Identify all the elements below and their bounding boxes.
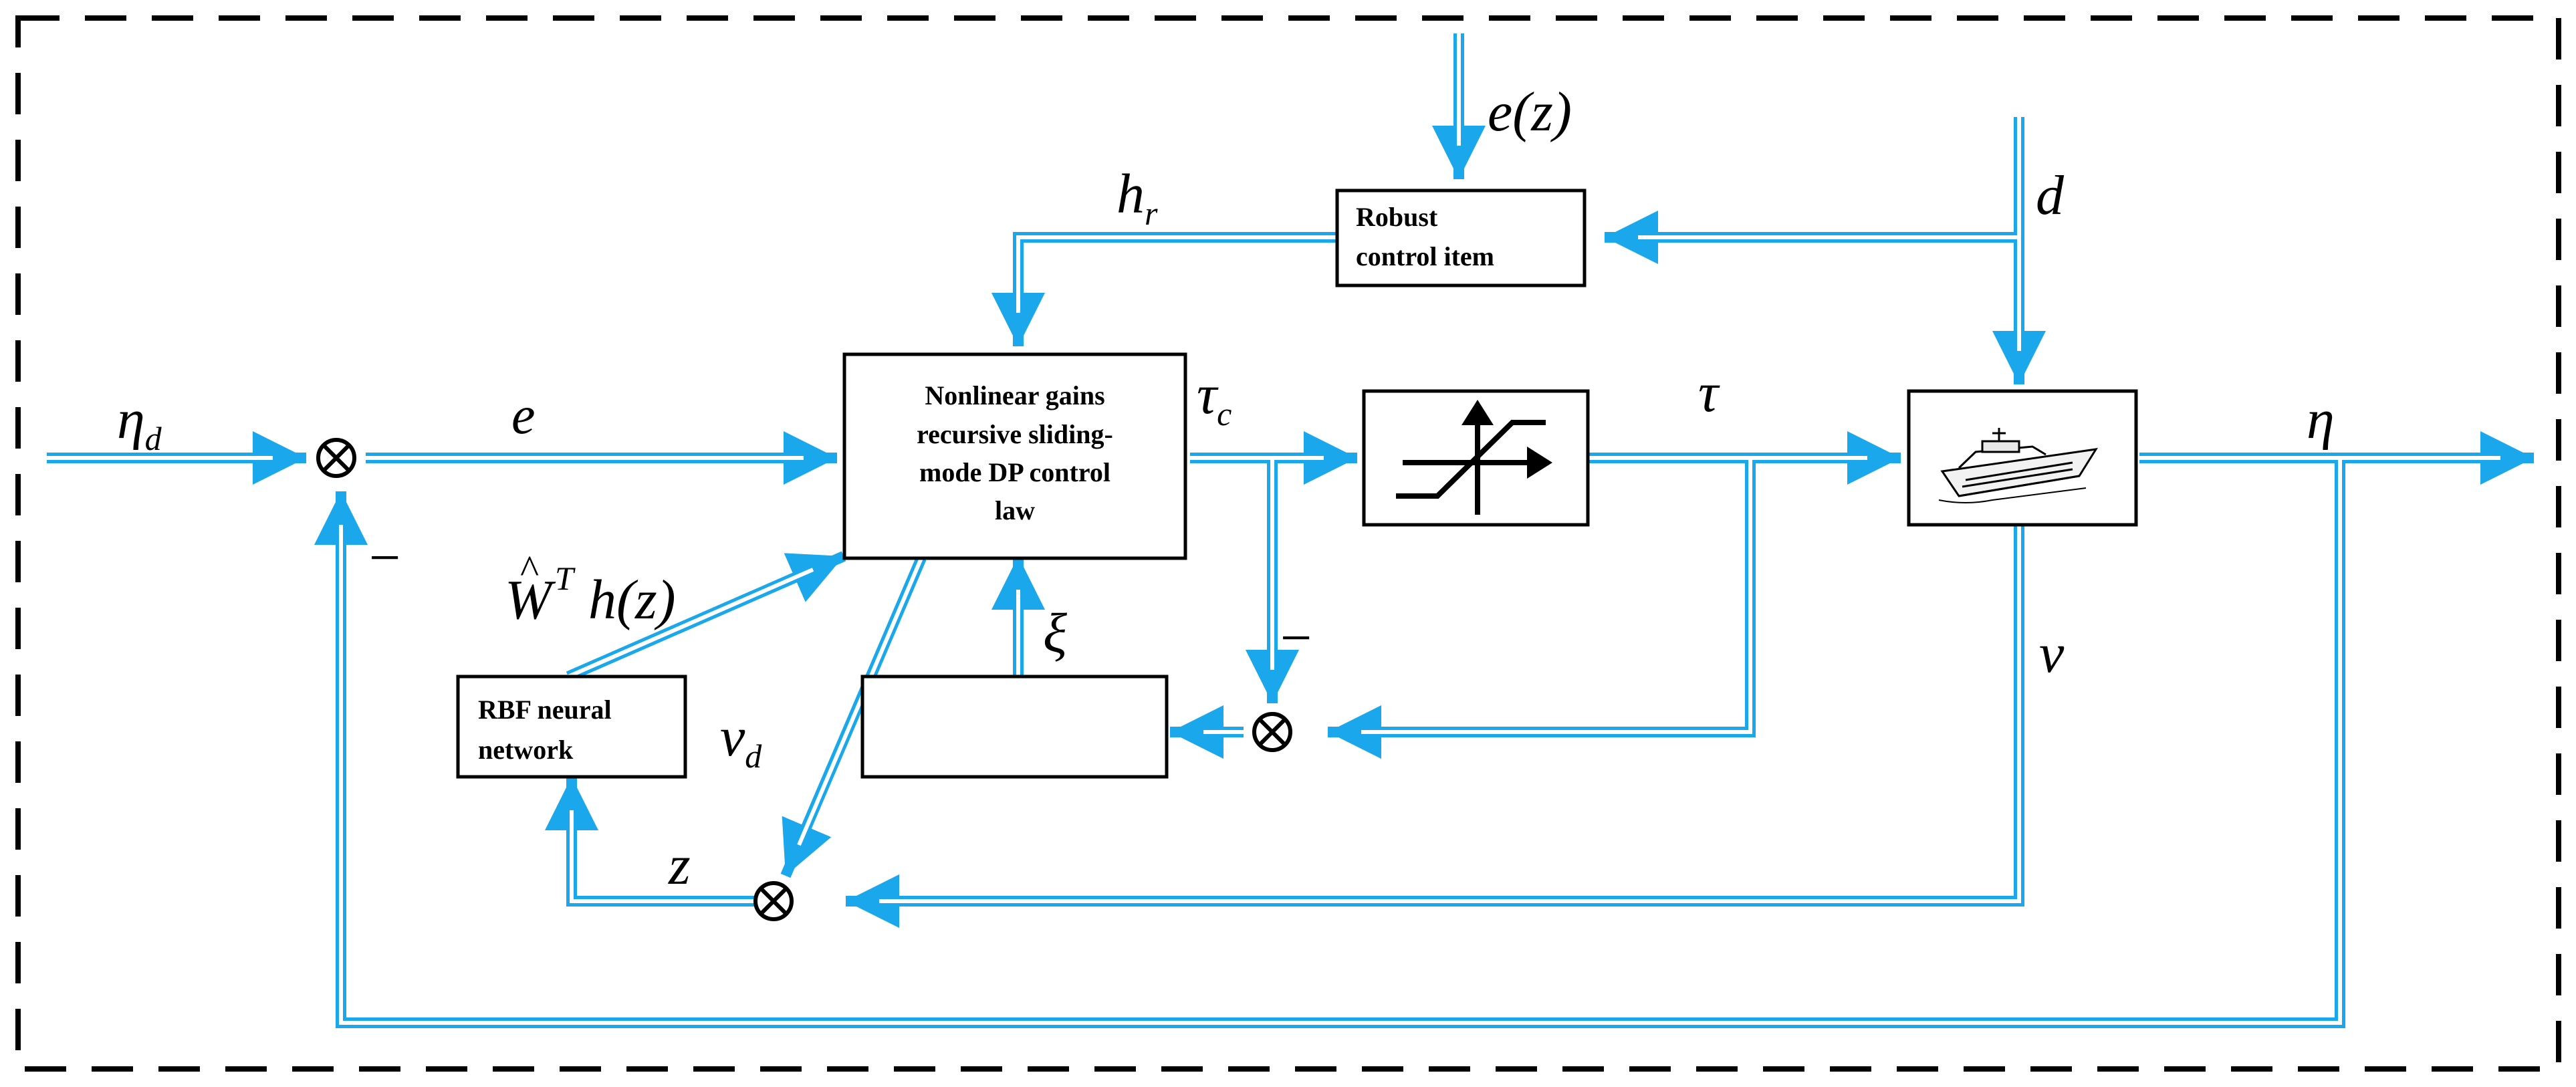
robust-block-line1: Robust — [1356, 202, 1438, 232]
label-h-r: hr — [1117, 163, 1158, 232]
label-tau-c: τc — [1197, 364, 1232, 433]
svg-text:^: ^ — [520, 548, 539, 592]
label-e-z: e(z) — [1488, 81, 1572, 143]
label-d: d — [2036, 164, 2065, 227]
rbf-network-block: RBF neural network — [456, 675, 687, 779]
system-boundary-frame — [15, 15, 2561, 1072]
minus-sign-saturation: − — [1280, 607, 1312, 669]
label-e: e — [511, 386, 536, 445]
label-eta: η — [2307, 388, 2335, 451]
label-eta-d: ηd — [117, 388, 162, 457]
signal-z — [545, 777, 762, 907]
summing-junction-velocity-error — [753, 881, 794, 921]
controller-line4: law — [995, 495, 1035, 525]
controller-line2: recursive sliding- — [917, 419, 1113, 449]
robust-control-block: Robust control item — [1335, 189, 1587, 287]
saturation-function-icon — [1396, 400, 1552, 515]
svg-text:h(z): h(z) — [588, 569, 676, 631]
label-tau: τ — [1698, 362, 1720, 424]
svg-text:T: T — [555, 560, 576, 597]
controller-line3: mode DP control — [919, 457, 1110, 487]
label-v: v — [2039, 622, 2065, 685]
label-z: z — [668, 834, 691, 896]
signal-h-r — [991, 232, 1337, 346]
summing-junction-saturation-error — [1252, 712, 1292, 752]
label-w-hat-h: W ^ T h(z) — [505, 548, 676, 631]
label-xi: ξ — [1043, 602, 1067, 665]
controller-line1: Nonlinear gains — [925, 380, 1104, 410]
saturation-block — [1362, 389, 1590, 527]
auxiliary-system-block — [860, 675, 1169, 779]
vessel-block — [1907, 389, 2138, 527]
minus-sign-feedback: − — [369, 527, 400, 589]
label-v-d: vd — [720, 706, 762, 775]
ship-icon — [1938, 428, 2098, 503]
robust-block-line2: control item — [1356, 241, 1494, 271]
rbf-block-line2: network — [478, 735, 574, 765]
controller-block: Nonlinear gains recursive sliding- mode … — [842, 352, 1187, 560]
svg-text:W: W — [505, 569, 556, 631]
summing-junction-error — [316, 438, 356, 478]
rbf-block-line1: RBF neural — [478, 695, 612, 725]
